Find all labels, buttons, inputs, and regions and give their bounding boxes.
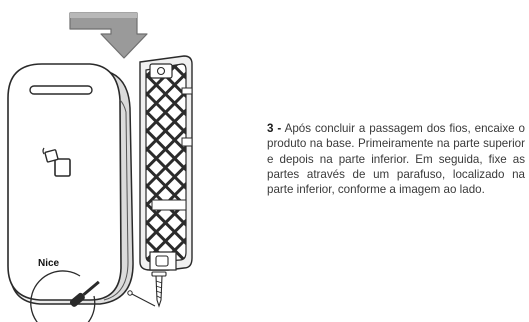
reader-device: Nice (7, 63, 134, 305)
step-instructions: 3 - Após concluir a passagem dos fios, e… (267, 121, 525, 197)
screw (151, 271, 167, 308)
direction-arrow (69, 12, 148, 59)
step-description: Após concluir a passagem dos fios, encai… (267, 122, 526, 197)
screwdriver-icon (69, 280, 100, 307)
card-reader-icon (42, 147, 71, 177)
brand-logo: Nice (38, 258, 60, 269)
step-number: 3 - (267, 122, 282, 135)
screwdriver-callout (30, 270, 100, 322)
mounting-base (139, 55, 193, 271)
callout-line (129, 292, 156, 307)
